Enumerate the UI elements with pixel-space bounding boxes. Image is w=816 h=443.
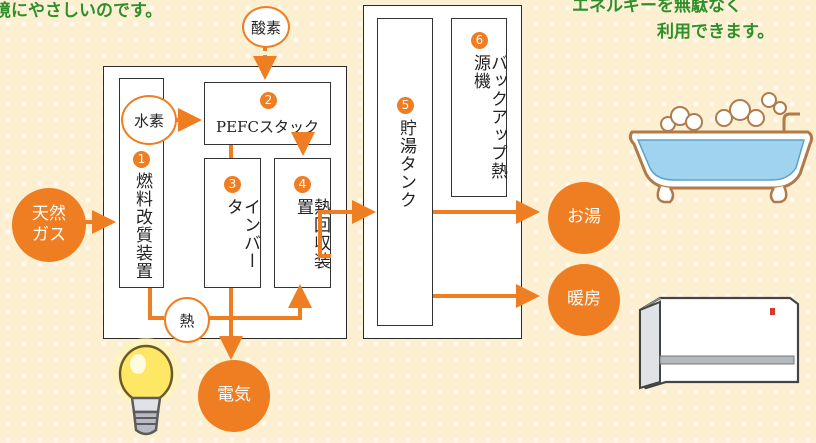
heat-node: 熱: [164, 297, 210, 343]
right-caption-line1: エネルギーを無駄なく: [572, 0, 742, 16]
hydrogen-node: 水素: [121, 95, 177, 145]
heat-label: 熱: [179, 311, 195, 330]
oxygen-node: 酸素: [242, 6, 290, 48]
stack-number: 2: [260, 92, 277, 109]
right-caption-line2: 利用できます。: [657, 22, 775, 42]
heating-label: 暖房: [567, 289, 601, 310]
heater-icon: [638, 296, 800, 390]
bathtub-icon: [628, 92, 814, 204]
heat-recovery-number: 4: [294, 176, 311, 193]
hydrogen-label: 水素: [133, 111, 164, 130]
left-caption: 境にやさしいのです。: [0, 1, 163, 21]
heating-node: 暖房: [548, 264, 620, 336]
tank-number: 5: [397, 97, 414, 114]
stack-box: 2 PEFCスタック: [204, 82, 331, 145]
backup-number: 6: [471, 32, 488, 49]
inverter-box: 3 インバータ: [204, 158, 261, 288]
reformer-number: 1: [133, 151, 150, 168]
tank-box: 5 貯湯タンク: [377, 18, 433, 326]
natural-gas-node: 天然 ガス: [12, 188, 86, 262]
inverter-label: インバータ: [223, 198, 260, 270]
stack-label: PEFCスタック: [216, 118, 319, 136]
backup-box: 6 バックアップ熱源機: [451, 18, 507, 197]
tank-label: 貯湯タンク: [396, 119, 416, 209]
heat-recovery-box: 4 熱回収装置: [274, 158, 331, 288]
backup-label: バックアップ熱源機: [470, 54, 507, 180]
oxygen-label: 酸素: [250, 18, 281, 37]
heat-recovery-label: 熱回収装置: [293, 198, 330, 270]
electricity-node: 電気: [198, 360, 270, 432]
electricity-label: 電気: [217, 385, 251, 406]
inverter-number: 3: [224, 176, 241, 193]
reformer-label: 燃料改質装置: [132, 172, 152, 280]
hot-water-label: お湯: [567, 207, 601, 228]
light-bulb-icon: [112, 338, 180, 436]
hot-water-node: お湯: [548, 182, 620, 254]
natural-gas-label: 天然 ガス: [32, 203, 66, 245]
